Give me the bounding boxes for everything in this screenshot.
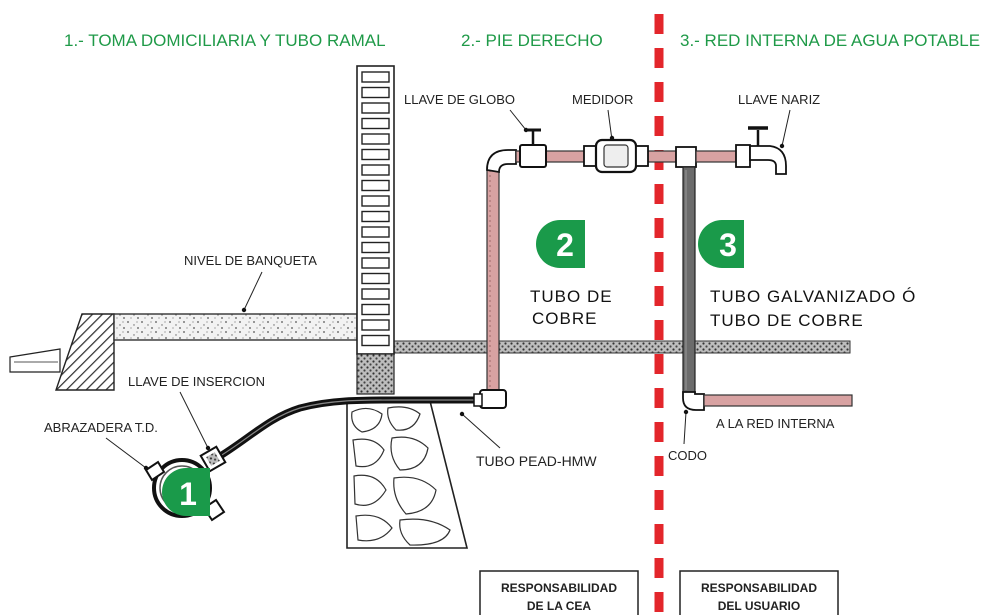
brick	[361, 226, 390, 238]
tee-fitting	[675, 146, 697, 168]
label-llave-de-globo: LLAVE DE GLOBO	[404, 92, 515, 107]
responsibility-cea-box: RESPONSABILIDAD DE LA CEA	[479, 570, 639, 615]
brick	[361, 272, 390, 285]
brick	[361, 133, 390, 145]
brick	[361, 195, 390, 207]
brick	[361, 164, 390, 176]
label-tubo-de-cobre-line2: COBRE	[532, 309, 597, 328]
label-tubo-galvanizado-line1: TUBO GALVANIZADO Ó	[710, 287, 916, 306]
brick-wall	[346, 65, 469, 549]
label-nivel-de-banqueta: NIVEL DE BANQUETA	[184, 253, 317, 268]
responsibility-user-box: RESPONSABILIDAD DEL USUARIO	[679, 570, 839, 615]
sidewalk-slab	[113, 313, 358, 341]
brick	[361, 210, 390, 223]
brick	[361, 319, 390, 331]
label-llave-nariz: LLAVE NARIZ	[738, 92, 820, 107]
section-2-header: 2.- PIE DERECHO	[461, 31, 603, 50]
badge-2-number: 2	[556, 227, 574, 263]
brick	[361, 303, 390, 316]
curb	[55, 313, 115, 391]
badge-1: 1	[162, 468, 210, 516]
brick	[361, 179, 390, 192]
label-abrazadera: ABRAZADERA T.D.	[44, 420, 158, 435]
floor-slab	[393, 340, 851, 354]
stone-foundation	[346, 400, 469, 549]
top-elbow-fitting	[486, 149, 517, 174]
label-tubo-pead: TUBO PEAD-HMW	[476, 453, 597, 469]
badge-3: 3	[698, 220, 744, 268]
brick	[361, 334, 390, 347]
copper-pipe-vertical	[486, 165, 500, 395]
section-3-header: 3.- RED INTERNA DE AGUA POTABLE	[680, 31, 980, 50]
internal-network-pipe	[703, 394, 853, 407]
label-llave-de-insercion: LLAVE DE INSERCION	[128, 374, 265, 389]
label-a-la-red-interna: A LA RED INTERNA	[716, 416, 835, 431]
bottom-elbow-fitting	[479, 389, 507, 409]
label-codo: CODO	[668, 448, 707, 463]
brick	[361, 86, 390, 99]
wall-footing-top	[356, 353, 395, 395]
section-1-header: 1.- TOMA DOMICILIARIA Y TUBO RAMAL	[64, 31, 386, 50]
responsibility-cea-line1: RESPONSABILIDAD	[501, 581, 617, 595]
responsibility-cea-line2: DE LA CEA	[527, 599, 592, 613]
badge-1-number: 1	[179, 476, 197, 512]
faucet-icon	[735, 126, 787, 175]
responsibility-user-line1: RESPONSABILIDAD	[701, 581, 817, 595]
galvanized-pipe-vertical	[682, 166, 696, 394]
brick	[361, 71, 390, 83]
codo-elbow	[682, 391, 705, 411]
badge-2: 2	[536, 220, 585, 268]
sidewalk	[9, 313, 851, 391]
globe-valve-icon	[519, 128, 547, 168]
label-tubo-galvanizado-line2: TUBO DE COBRE	[710, 311, 864, 330]
label-tubo-de-cobre-line1: TUBO DE	[530, 287, 613, 306]
brick	[361, 257, 390, 269]
responsibility-user-line2: DEL USUARIO	[718, 599, 800, 613]
water-meter-icon	[583, 138, 649, 174]
brick	[361, 241, 390, 254]
brick	[361, 288, 390, 300]
badge-3-number: 3	[719, 227, 737, 263]
label-medidor: MEDIDOR	[572, 92, 633, 107]
brick	[361, 102, 390, 114]
pead-pipe-highlight	[216, 399, 481, 459]
brick	[361, 117, 390, 130]
brick	[361, 148, 390, 161]
